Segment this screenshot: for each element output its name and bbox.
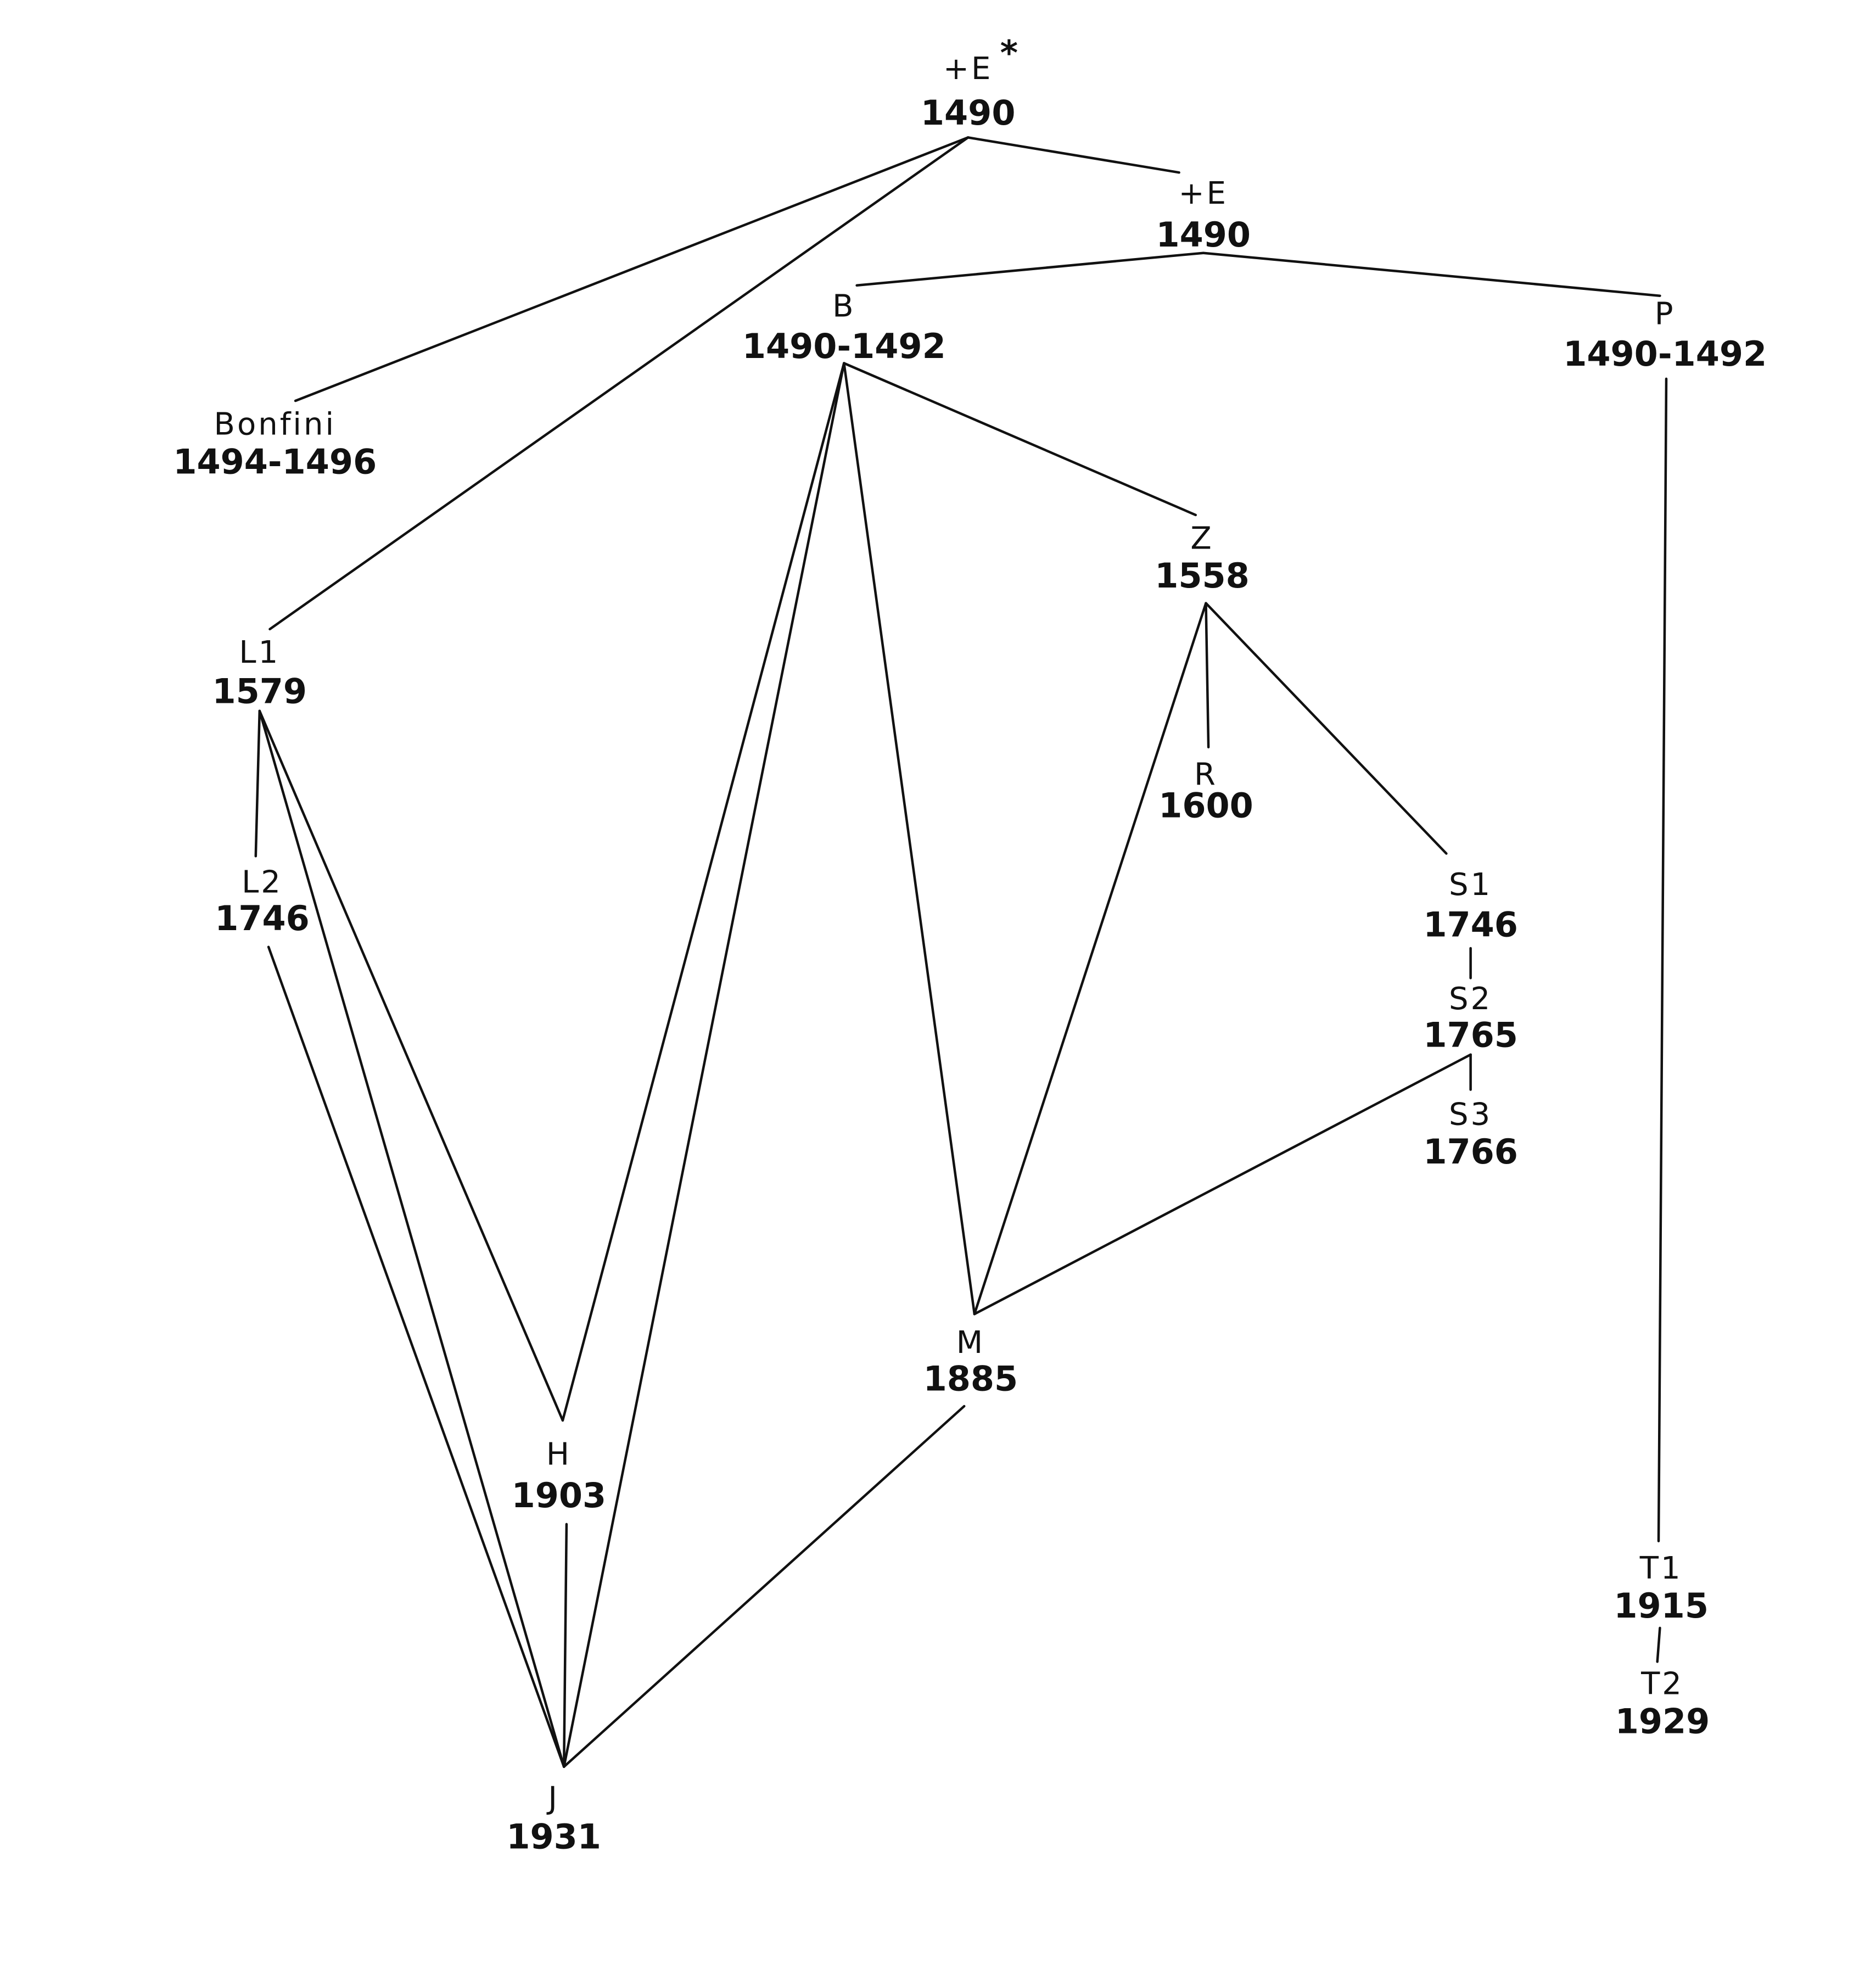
node-date: 1765 — [1423, 1015, 1518, 1055]
node-siglum: L1 — [239, 635, 280, 670]
edge-e-to-p — [1202, 251, 1661, 297]
node-siglum: B — [832, 289, 855, 325]
node-date: 1746 — [1423, 905, 1518, 945]
node-siglum: P — [1655, 296, 1676, 332]
node-siglum: T2 — [1640, 1666, 1684, 1702]
edge-e-star-to-bonfini — [294, 136, 970, 402]
node-siglum: S2 — [1449, 981, 1492, 1017]
node-e: +E 1490 — [1156, 176, 1251, 255]
node-date: 1929 — [1615, 1701, 1710, 1741]
node-siglum: R — [1194, 757, 1218, 792]
node-siglum: J — [546, 1780, 559, 1816]
node-siglum: S1 — [1449, 867, 1492, 903]
node-date: 1494-1496 — [173, 441, 377, 482]
edge-t1-to-t2 — [1656, 1626, 1661, 1663]
node-date: 1903 — [512, 1475, 607, 1515]
edge-e-to-b — [855, 251, 1205, 287]
node-siglum: L2 — [242, 864, 283, 900]
edge-z-to-m — [973, 602, 1207, 1316]
node-siglum: S3 — [1449, 1097, 1492, 1132]
edge-l2-to-j — [267, 946, 565, 1768]
node-date: 1579 — [212, 672, 307, 712]
edge-l1-to-j — [258, 709, 565, 1768]
node-date: 1885 — [923, 1359, 1018, 1399]
node-siglum: +E — [1179, 176, 1228, 211]
edge-b-to-h — [561, 362, 845, 1422]
node-e-star: +E* 1490 — [921, 33, 1018, 133]
stemma-labels: +E*1490+E1490Bonfini1494-1496B1490-1492P… — [173, 33, 1767, 1857]
node-date: 1490 — [921, 93, 1016, 133]
node-siglum: H — [546, 1436, 572, 1472]
node-date: 1931 — [506, 1817, 601, 1857]
node-date: 1490 — [1156, 215, 1251, 255]
node-siglum: M — [956, 1325, 985, 1361]
node-siglum: +E — [943, 51, 993, 87]
edge-m-to-j — [562, 1405, 966, 1768]
edge-p-to-t1 — [1657, 377, 1668, 1542]
asterisk-mark: * — [1000, 33, 1018, 73]
edge-z-to-s1 — [1205, 602, 1448, 855]
node-date: 1600 — [1158, 785, 1253, 825]
node-date: 1490-1492 — [1563, 334, 1767, 374]
edge-h-to-j — [562, 1523, 568, 1768]
node-date: 1490-1492 — [742, 326, 946, 366]
node-date: 1558 — [1155, 556, 1250, 596]
edge-e-star-to-e — [966, 136, 1180, 174]
edge-e-star-to-l1 — [268, 136, 970, 631]
edge-s2-to-m — [973, 1053, 1472, 1316]
node-siglum: Bonfini — [214, 406, 337, 442]
node-date: 1915 — [1614, 1586, 1709, 1626]
node-siglum: Z — [1190, 521, 1213, 556]
edge-b-to-m — [843, 362, 976, 1316]
node-date: 1766 — [1423, 1132, 1518, 1172]
stemma-edges — [254, 136, 1668, 1768]
edge-z-to-r — [1205, 602, 1210, 749]
edge-l1-to-h — [258, 709, 564, 1422]
node-date: 1746 — [215, 898, 310, 938]
edge-b-to-j — [562, 362, 845, 1768]
edge-b-to-z — [843, 362, 1197, 517]
edge-l1-to-l2 — [254, 709, 261, 858]
node-siglum: T1 — [1639, 1551, 1683, 1586]
